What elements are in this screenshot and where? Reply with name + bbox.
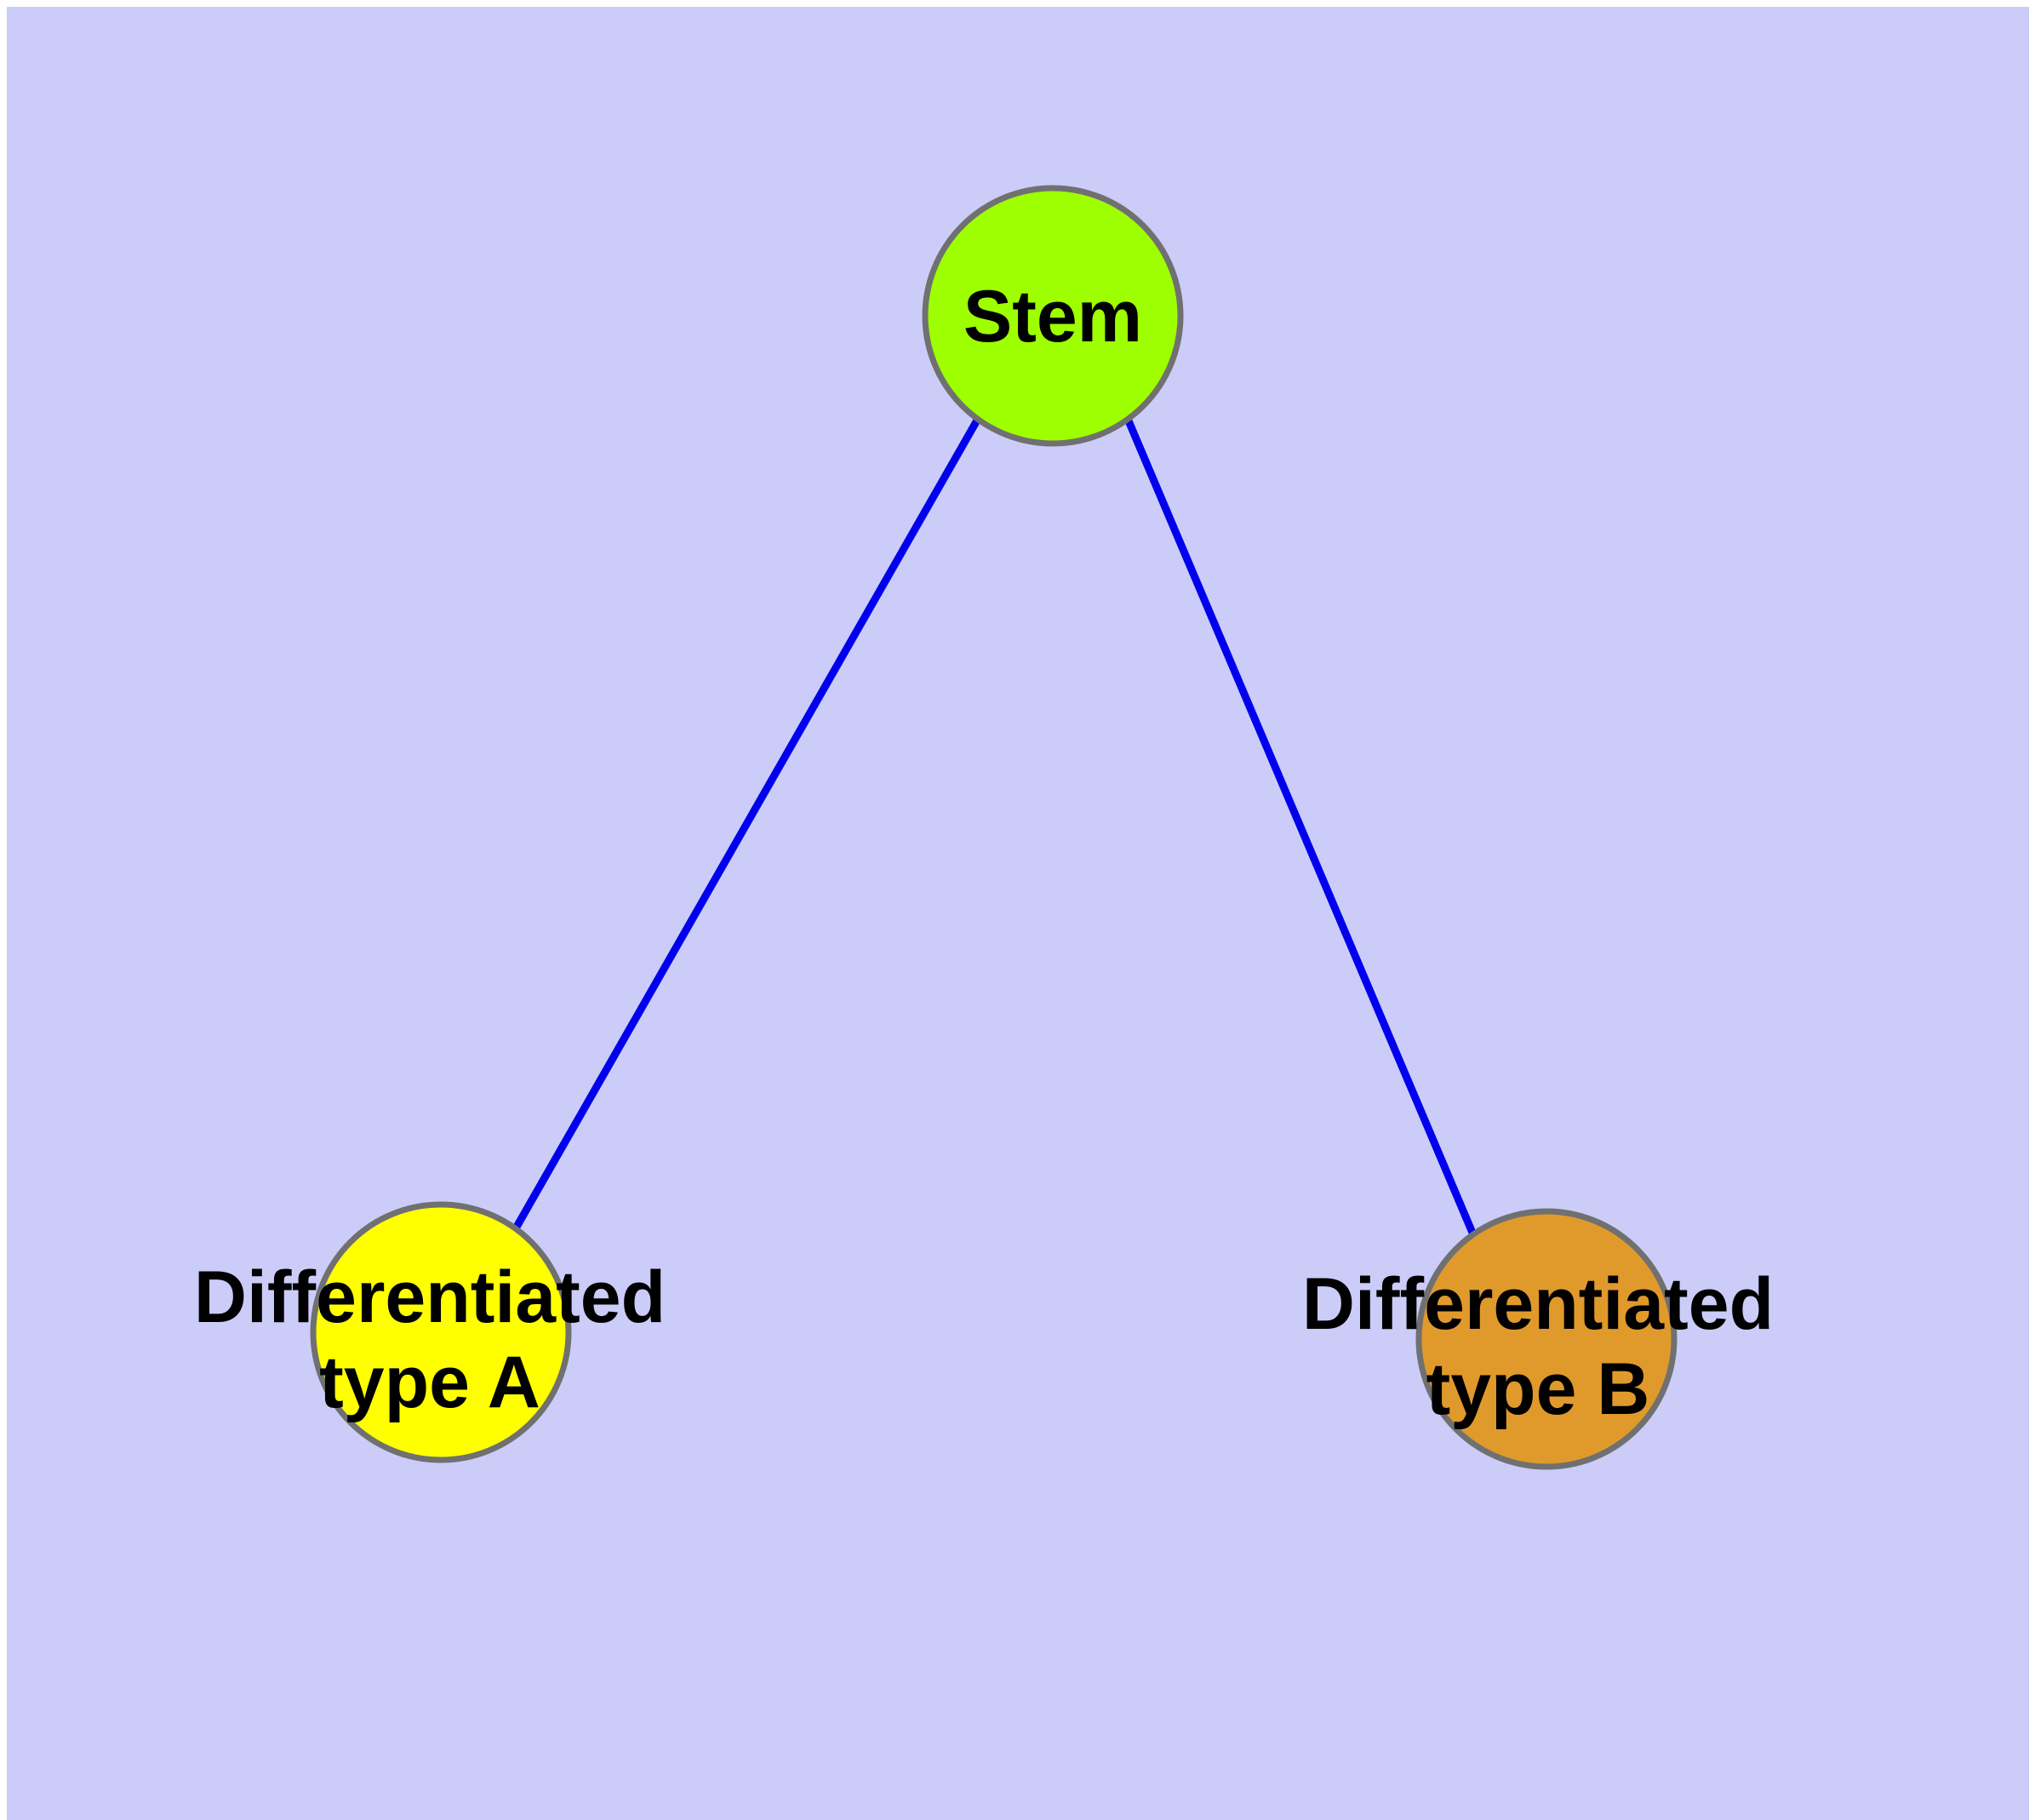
node-differentiated-type-a[interactable] [310, 1201, 572, 1463]
edge-stem-to-differentiated-type-a[interactable] [512, 416, 981, 1231]
node-label-differentiated-type-a-line2: type A [319, 1342, 540, 1423]
edge-stem-to-differentiated-type-b[interactable] [1123, 417, 1477, 1234]
node-label-differentiated-type-a-line1: Differentiated [194, 1256, 666, 1338]
node-label-differentiated-type-b-line1: Differentiated [1302, 1263, 1774, 1345]
edge-group [512, 416, 1477, 1234]
node-label-stem: Stem [963, 276, 1142, 358]
lineage-diagram: Stem Differentiated type A Differentiate… [194, 185, 1774, 1470]
node-label-differentiated-type-b-line2: type B [1426, 1348, 1650, 1430]
node-stem[interactable] [922, 185, 1184, 447]
diagram-canvas: Stem Differentiated type A Differentiate… [7, 7, 2029, 1820]
node-label-group: Stem Differentiated type A Differentiate… [194, 276, 1774, 1430]
node-differentiated-type-b[interactable] [1415, 1208, 1677, 1470]
node-group [310, 185, 1677, 1470]
